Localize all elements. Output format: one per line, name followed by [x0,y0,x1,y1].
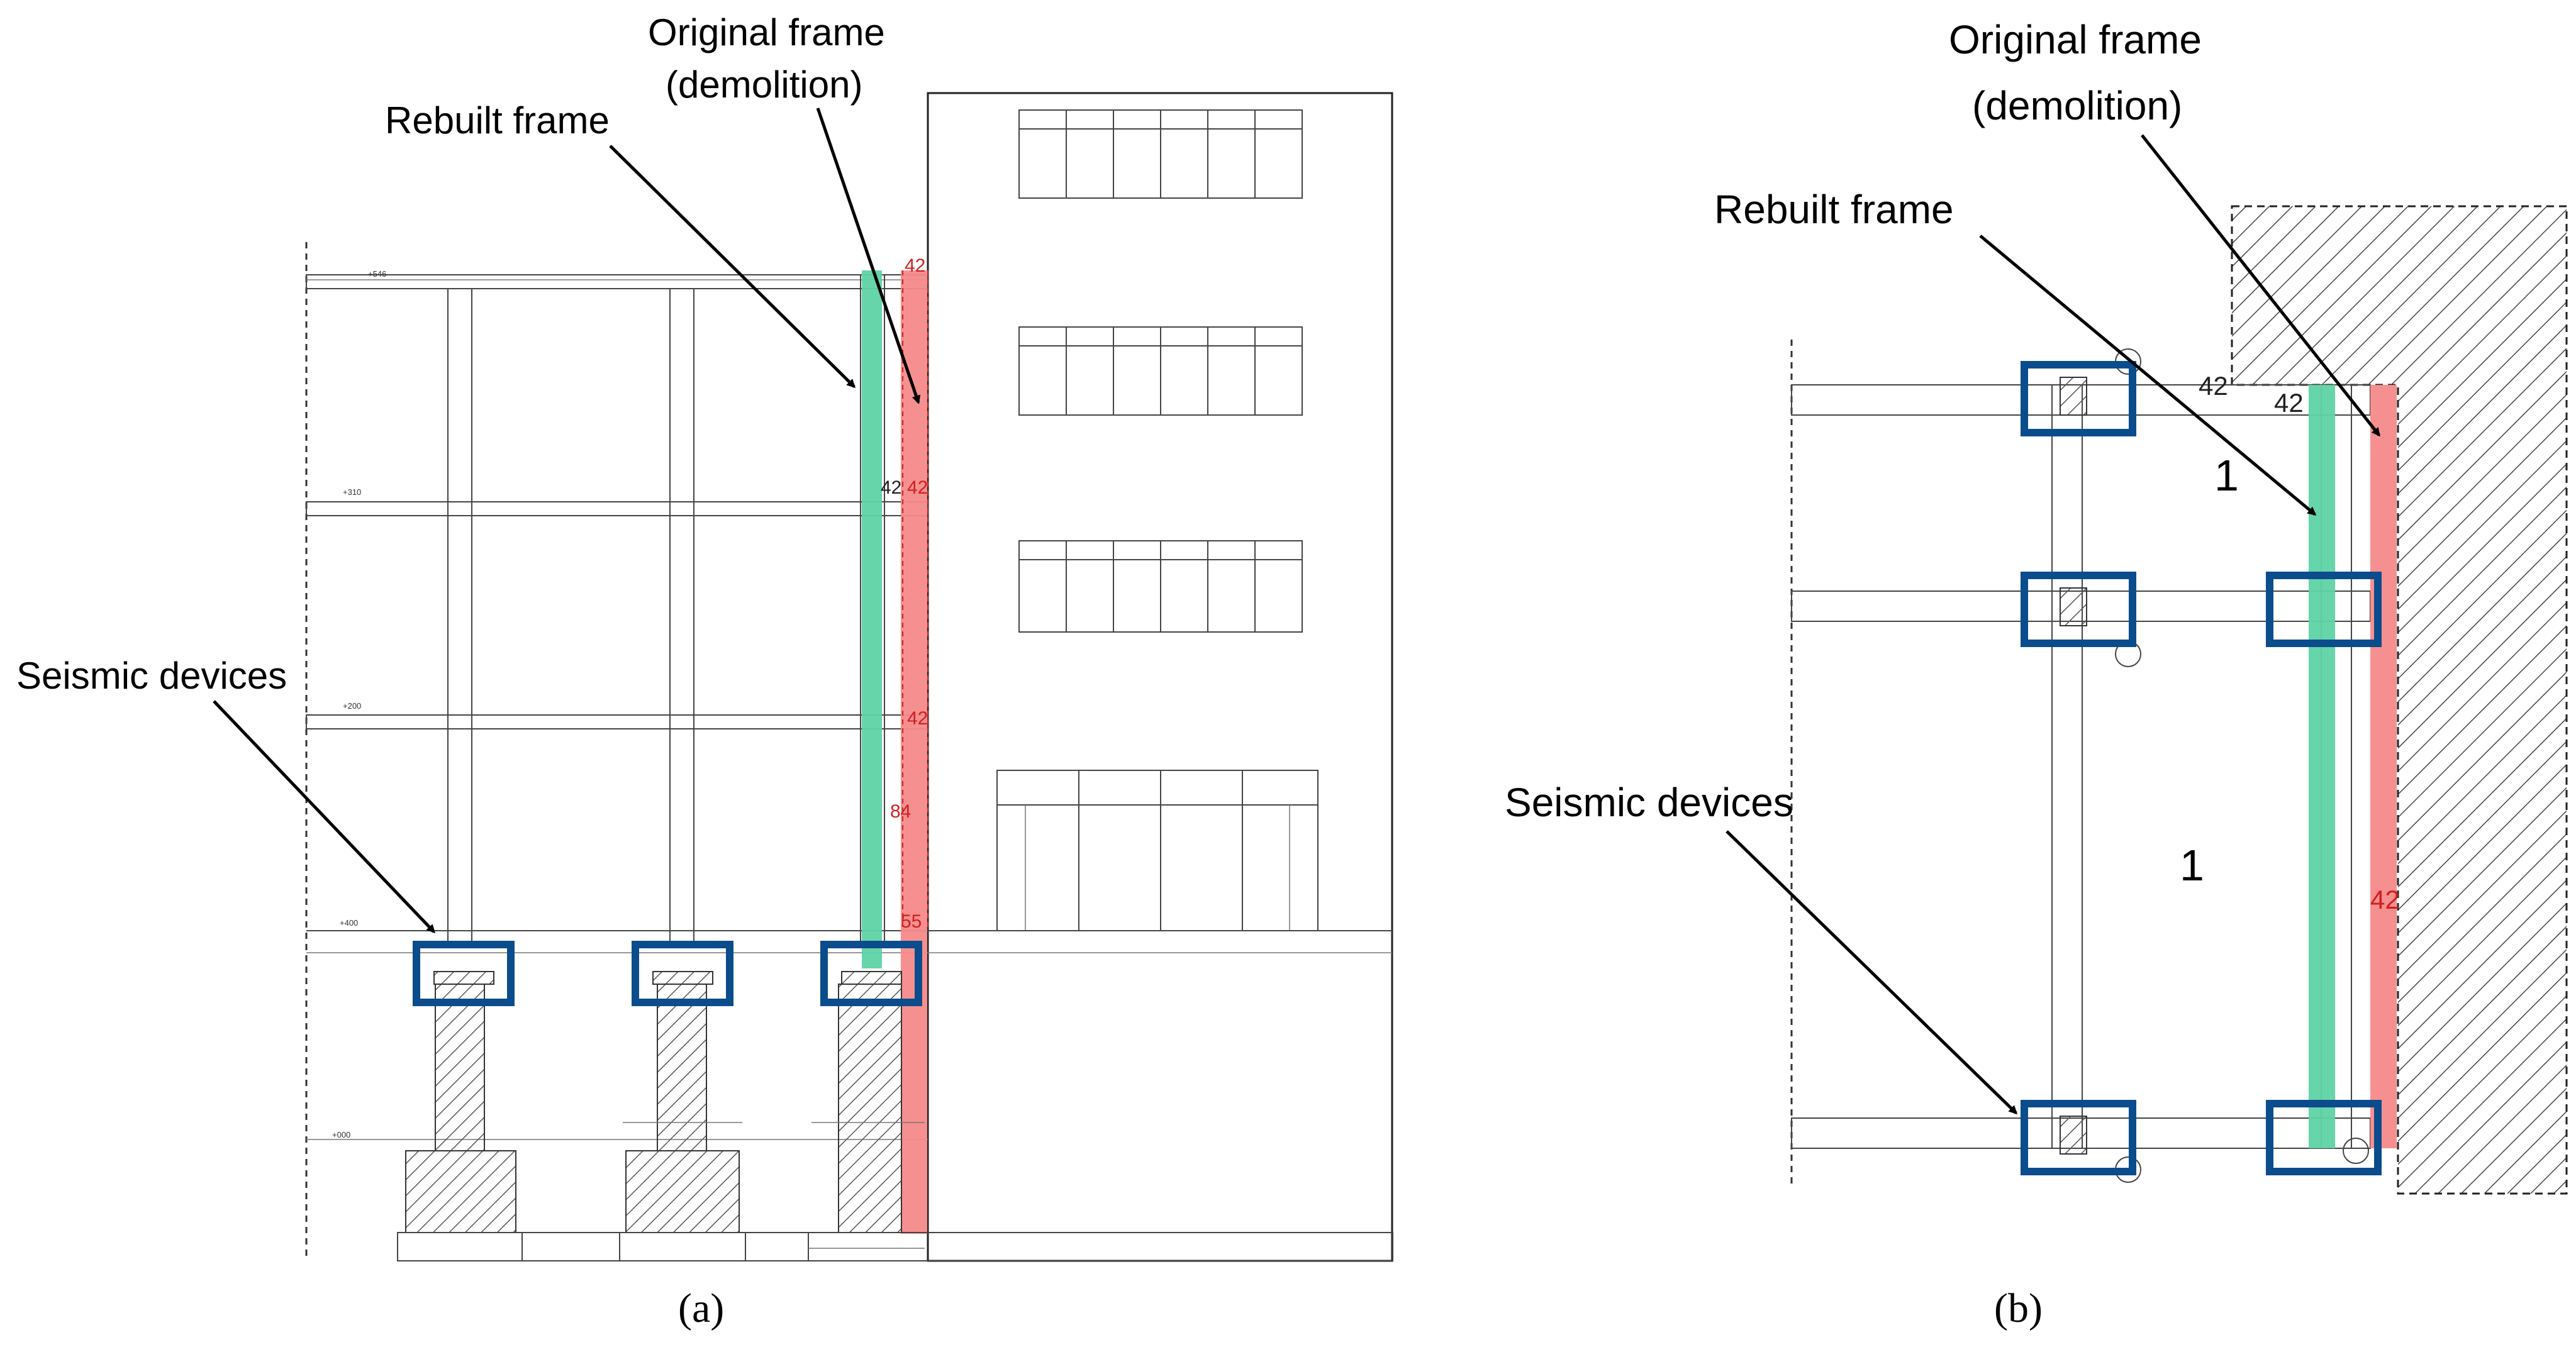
original-frame-demolition-a [901,270,927,1234]
rebuilt-frame-b [2309,385,2335,1148]
panel-a: 42 42 42 42 84 55 +546 +310 +200 +400 +0… [16,11,1393,1331]
svg-text:+000: +000 [332,1130,350,1139]
seismic-device-box [2266,1100,2382,1175]
label-demolition-a: (demolition) [666,64,862,106]
svg-text:+310: +310 [343,487,361,497]
seismic-device-box [413,941,515,1006]
arrow-icon [213,700,436,934]
label-seismic-devices-a: Seismic devices [16,655,287,697]
dim-green-mid: 42 [881,477,901,498]
dim-top-right-42: 42 [2274,388,2304,418]
dim-top-left-42: 42 [2199,371,2228,401]
window-row-3 [1018,540,1303,633]
dim-red-84: 84 [890,801,911,822]
seismic-device-boxes-b [2021,361,2382,1175]
rebuilt-frame-a [862,270,882,968]
panel-label-b: (b) [1994,1285,2043,1331]
svg-text:+200: +200 [343,701,361,711]
label-seismic-devices-b: Seismic devices [1505,780,1793,825]
seismic-device-box [2021,1100,2136,1175]
dim-red-55: 55 [901,911,922,932]
label-demolition-b: (demolition) [1972,83,2182,128]
label-rebuilt-frame-b: Rebuilt frame [1714,187,1954,232]
frame-columns [447,274,885,946]
shop-front [996,770,1319,931]
svg-text:+400: +400 [340,918,358,928]
dim-red-42-b: 42 [2370,885,2400,914]
dim-green-top: 42 [905,255,925,276]
original-frame-demolition-b [2370,385,2397,1148]
panel-b: 42 42 42 1 1 Original frame (demolition)… [1505,17,2568,1331]
svg-text:+546: +546 [368,269,386,279]
panel-label-a: (a) [678,1285,724,1331]
seismic-device-box [2021,361,2136,436]
arrow-icon [1726,830,2018,1115]
plan-columns [2051,384,2352,1149]
seismic-device-boxes-a [413,941,922,1006]
seismic-device-box [2021,572,2136,647]
window-row-2 [1018,326,1303,416]
dim-red-mid: 42 [907,477,928,498]
room-number-2: 1 [2180,841,2204,890]
label-original-frame-a: Original frame [648,11,885,53]
seismic-device-box [632,941,733,1006]
label-original-frame-b: Original frame [1949,17,2202,62]
adjacent-building [927,92,1393,1262]
arrow-icon [2141,134,2380,437]
plan-beams [1791,384,2371,1149]
room-number-1: 1 [2214,451,2239,500]
window-row-1 [1018,109,1303,199]
foundation-piers [397,984,1393,1261]
arrow-icon [816,108,921,404]
adjacent-building-hatch [2231,205,2568,1195]
label-rebuilt-frame-a: Rebuilt frame [385,99,610,141]
arrow-icon [609,145,856,389]
arrow-icon [1979,235,2317,516]
seismic-device-box [820,941,922,1006]
seismic-device-box [2266,572,2382,647]
dim-red-low: 42 [907,708,928,729]
